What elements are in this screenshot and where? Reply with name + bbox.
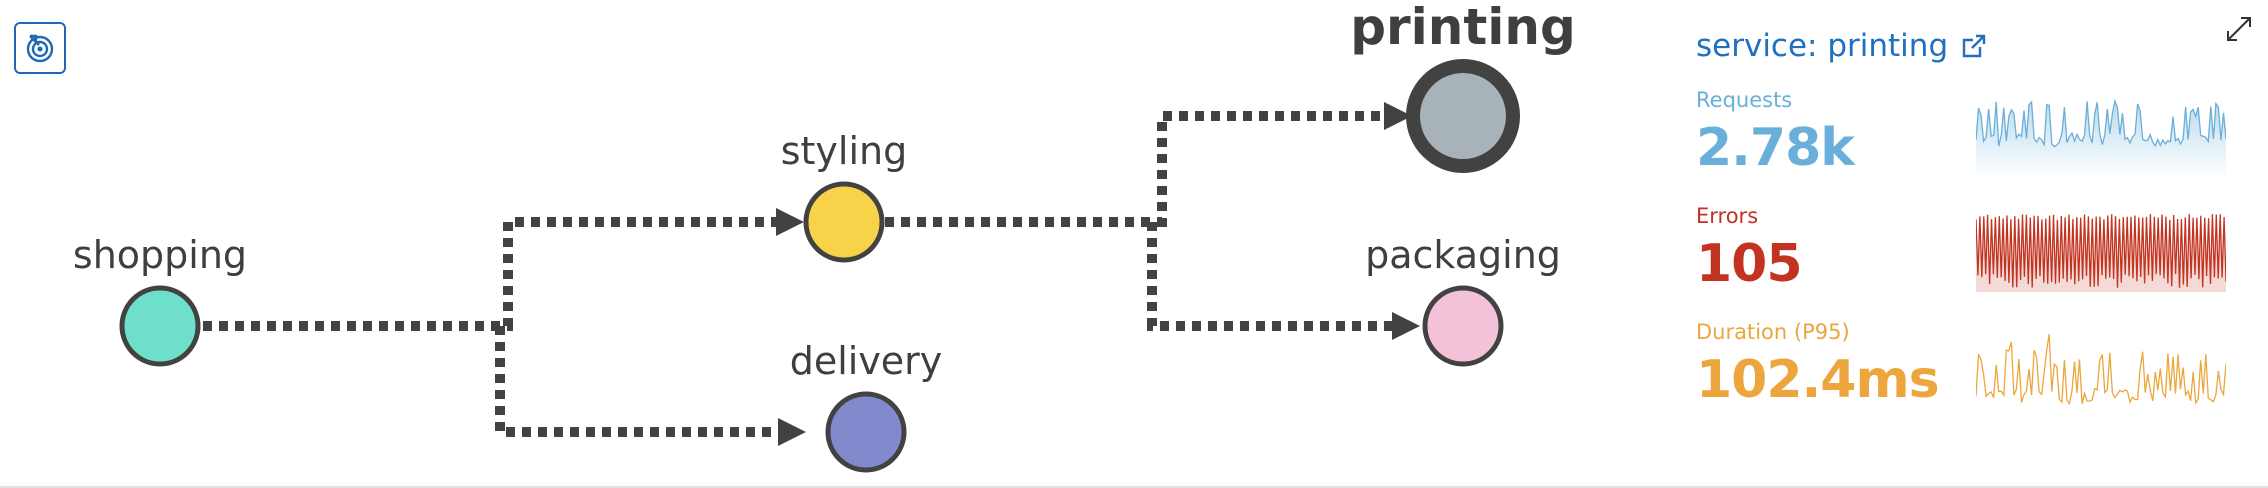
- requests-sparkline-area: [1976, 101, 2226, 175]
- expand-button[interactable]: [2222, 12, 2256, 46]
- node-styling-circle[interactable]: [803, 181, 885, 263]
- duration-label: Duration (P95): [1696, 320, 1850, 344]
- errors-sparkline-line: [1976, 213, 2226, 288]
- recenter-button[interactable]: [14, 22, 66, 74]
- service-map-graph[interactable]: shopping styling delivery printing packa…: [0, 0, 1660, 486]
- edge-arrow-styling: [776, 208, 804, 236]
- errors-label: Errors: [1696, 204, 1759, 228]
- recenter-target-icon: [26, 34, 54, 63]
- service-title-link[interactable]: service: printing: [1696, 28, 1988, 64]
- node-shopping[interactable]: shopping: [73, 233, 247, 367]
- requests-value: 2.78k: [1696, 118, 1855, 178]
- node-packaging[interactable]: packaging: [1365, 233, 1561, 367]
- requests-sparkline: [1976, 98, 2226, 175]
- requests-sparkline-line: [1976, 98, 2226, 148]
- edge-arrow-printing: [1384, 102, 1412, 130]
- graph-edges: [203, 102, 1420, 446]
- errors-value: 105: [1696, 234, 1803, 294]
- edge-arrow-packaging: [1392, 312, 1420, 340]
- node-printing-label: printing: [1350, 0, 1576, 56]
- edge-styling-packaging: [1147, 222, 1395, 331]
- node-styling-label: styling: [781, 129, 908, 173]
- edge-styling-printing: [885, 111, 1388, 227]
- node-packaging-label: packaging: [1365, 233, 1561, 277]
- node-printing-circle[interactable]: [1406, 59, 1520, 173]
- node-shopping-circle[interactable]: [119, 285, 201, 367]
- node-shopping-label: shopping: [73, 233, 247, 277]
- duration-value: 102.4ms: [1696, 350, 1940, 410]
- service-title-text: service: printing: [1696, 28, 1949, 64]
- node-styling[interactable]: styling: [781, 129, 908, 263]
- external-link-icon[interactable]: [1960, 32, 1988, 60]
- duration-sparkline: [1976, 334, 2226, 406]
- requests-label: Requests: [1696, 88, 1793, 112]
- bottom-border: [0, 486, 2268, 488]
- errors-sparkline: [1976, 213, 2226, 292]
- edge-arrow-delivery: [778, 418, 806, 446]
- duration-sparkline-line: [1976, 334, 2226, 406]
- node-printing[interactable]: printing: [1350, 0, 1576, 173]
- service-details-panel: service: printing Requests 2.78k Errors …: [1696, 20, 2256, 440]
- node-delivery-label: delivery: [790, 339, 943, 383]
- node-delivery-circle[interactable]: [825, 391, 907, 473]
- edge-shopping-delivery: [495, 326, 780, 437]
- edge-shopping-styling: [203, 217, 780, 331]
- node-delivery[interactable]: delivery: [790, 339, 943, 473]
- expand-arrows-icon: [2227, 17, 2251, 41]
- node-packaging-circle[interactable]: [1422, 285, 1504, 367]
